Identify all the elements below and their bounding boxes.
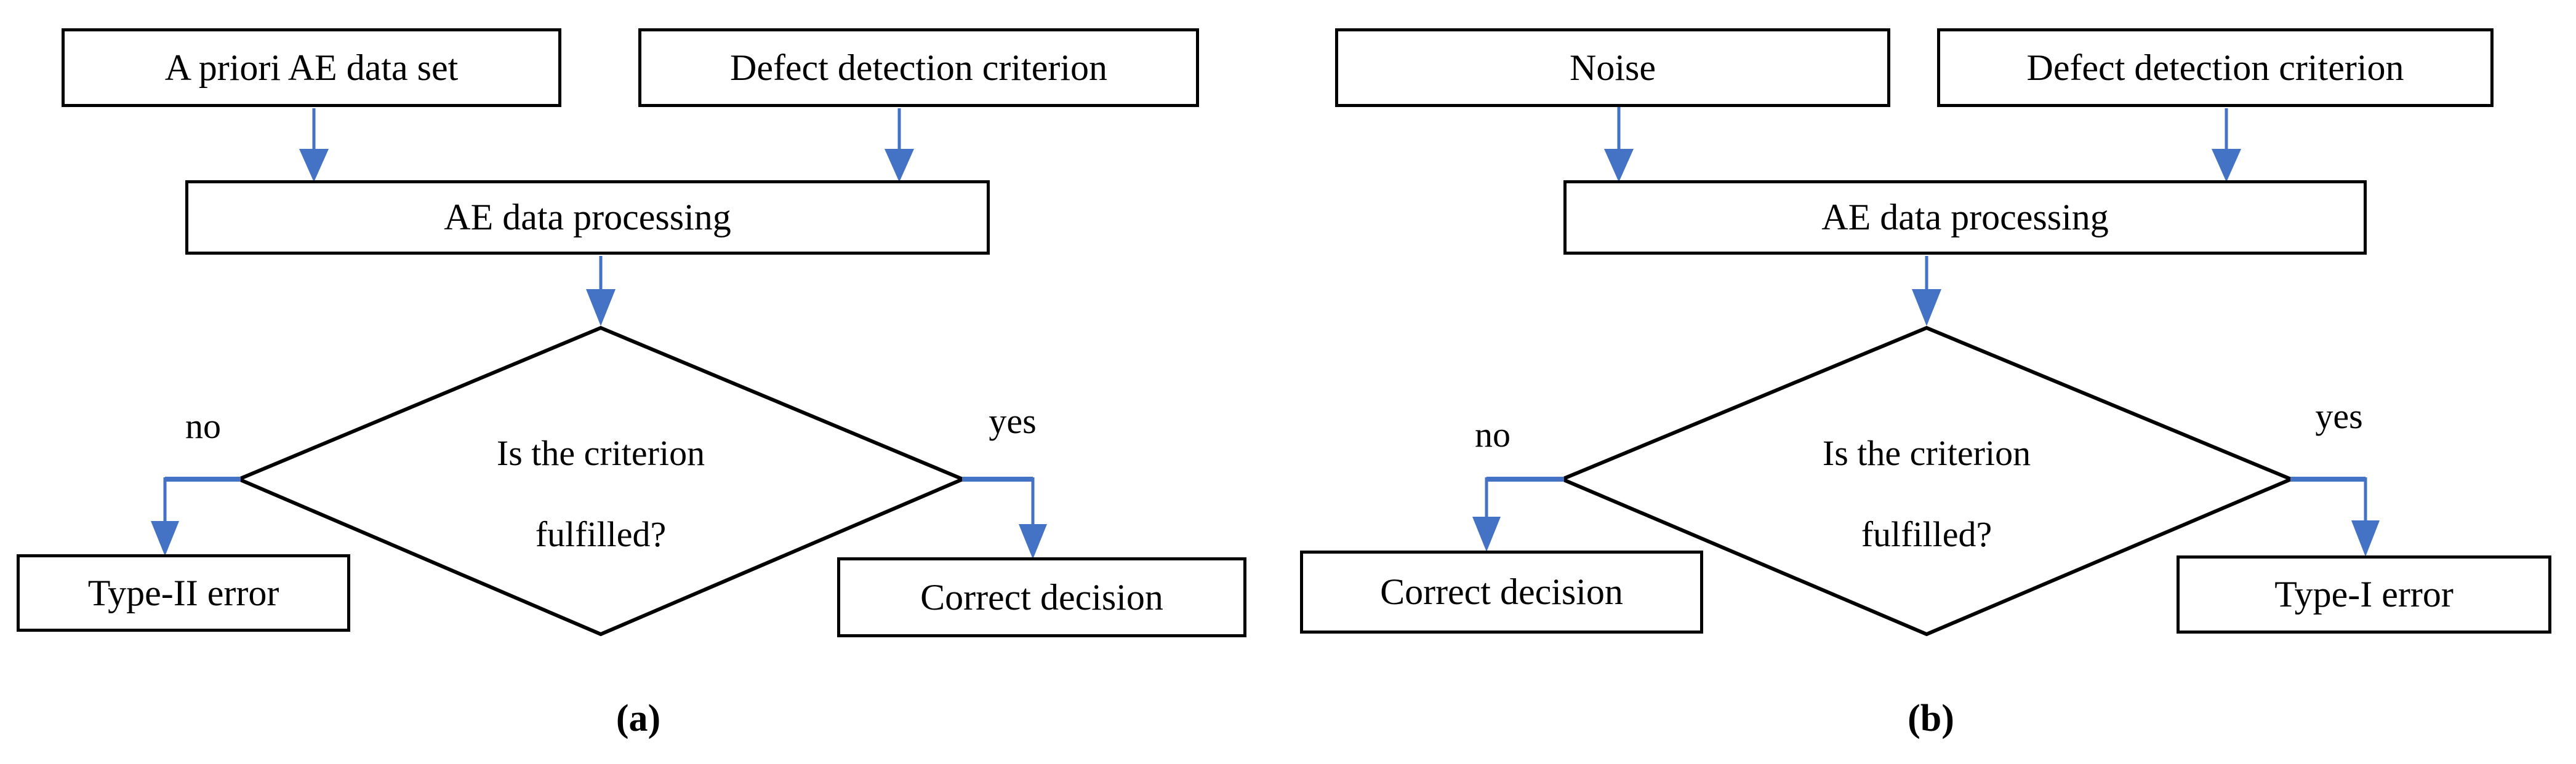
panel-b: Noise Defect detection criterion AE data… [1288, 0, 2576, 764]
a-outcome-correct-decision-label: Correct decision [920, 576, 1163, 618]
a-input-dataset-box: A priori AE data set [62, 28, 561, 107]
b-arrow-noise-to-processing-head-icon [1604, 149, 1634, 182]
b-outcome-correct-decision-box: Correct decision [1300, 551, 1703, 634]
a-arrow-processing-to-decision-head-icon [586, 289, 616, 326]
b-arrow-processing-to-decision-head-icon [1912, 289, 1941, 326]
b-branch-yes-arrow-head-icon [2351, 520, 2380, 557]
a-process-label: AE data processing [444, 197, 731, 237]
a-input-dataset-label: A priori AE data set [164, 47, 459, 88]
a-branch-no-arrow-head-icon [151, 521, 179, 556]
a-branch-no-label: no [185, 406, 221, 446]
b-input-noise-label: Noise [1570, 47, 1656, 88]
b-input-noise-box: Noise [1335, 28, 1890, 107]
a-caption: (a) [616, 698, 661, 739]
panel-b-shapes [1472, 105, 2380, 637]
b-outcome-correct-decision-label: Correct decision [1380, 571, 1623, 612]
b-outcome-type1-error-box: Type-I error [2177, 555, 2551, 634]
b-process-box: AE data processing [1563, 180, 2367, 255]
panel-a-shapes [151, 108, 1047, 637]
b-outcome-type1-error-label: Type-I error [2274, 574, 2454, 615]
a-outcome-type2-error-label: Type-II error [87, 572, 279, 613]
b-arrow-criterion-to-processing-head-icon [2212, 149, 2241, 182]
a-arrow-criterion-to-processing-head-icon [885, 149, 914, 182]
a-process-box: AE data processing [185, 180, 990, 255]
a-arrow-dataset-to-processing-head-icon [299, 149, 329, 182]
b-decision-diamond-shape [1557, 325, 2296, 637]
b-input-criterion-label: Defect detection criterion [2026, 47, 2404, 88]
b-process-label: AE data processing [1821, 197, 2109, 237]
a-input-criterion-label: Defect detection criterion [729, 47, 1107, 88]
b-branch-no-arrow-head-icon [1472, 517, 1501, 552]
a-input-criterion-box: Defect detection criterion [638, 28, 1199, 107]
b-input-criterion-box: Defect detection criterion [1937, 28, 2494, 107]
b-branch-yes-label: yes [2315, 396, 2363, 436]
a-outcome-correct-decision-box: Correct decision [837, 557, 1246, 637]
a-branch-yes-label: yes [989, 401, 1037, 441]
a-branch-yes-arrow-head-icon [1019, 524, 1047, 559]
a-outcome-type2-error-box: Type-II error [17, 554, 350, 632]
b-caption: (b) [1908, 698, 1954, 739]
b-branch-no-label: no [1475, 415, 1511, 455]
a-decision-diamond-shape [234, 325, 968, 637]
panel-a: A priori AE data set Defect detection cr… [17, 28, 1246, 739]
